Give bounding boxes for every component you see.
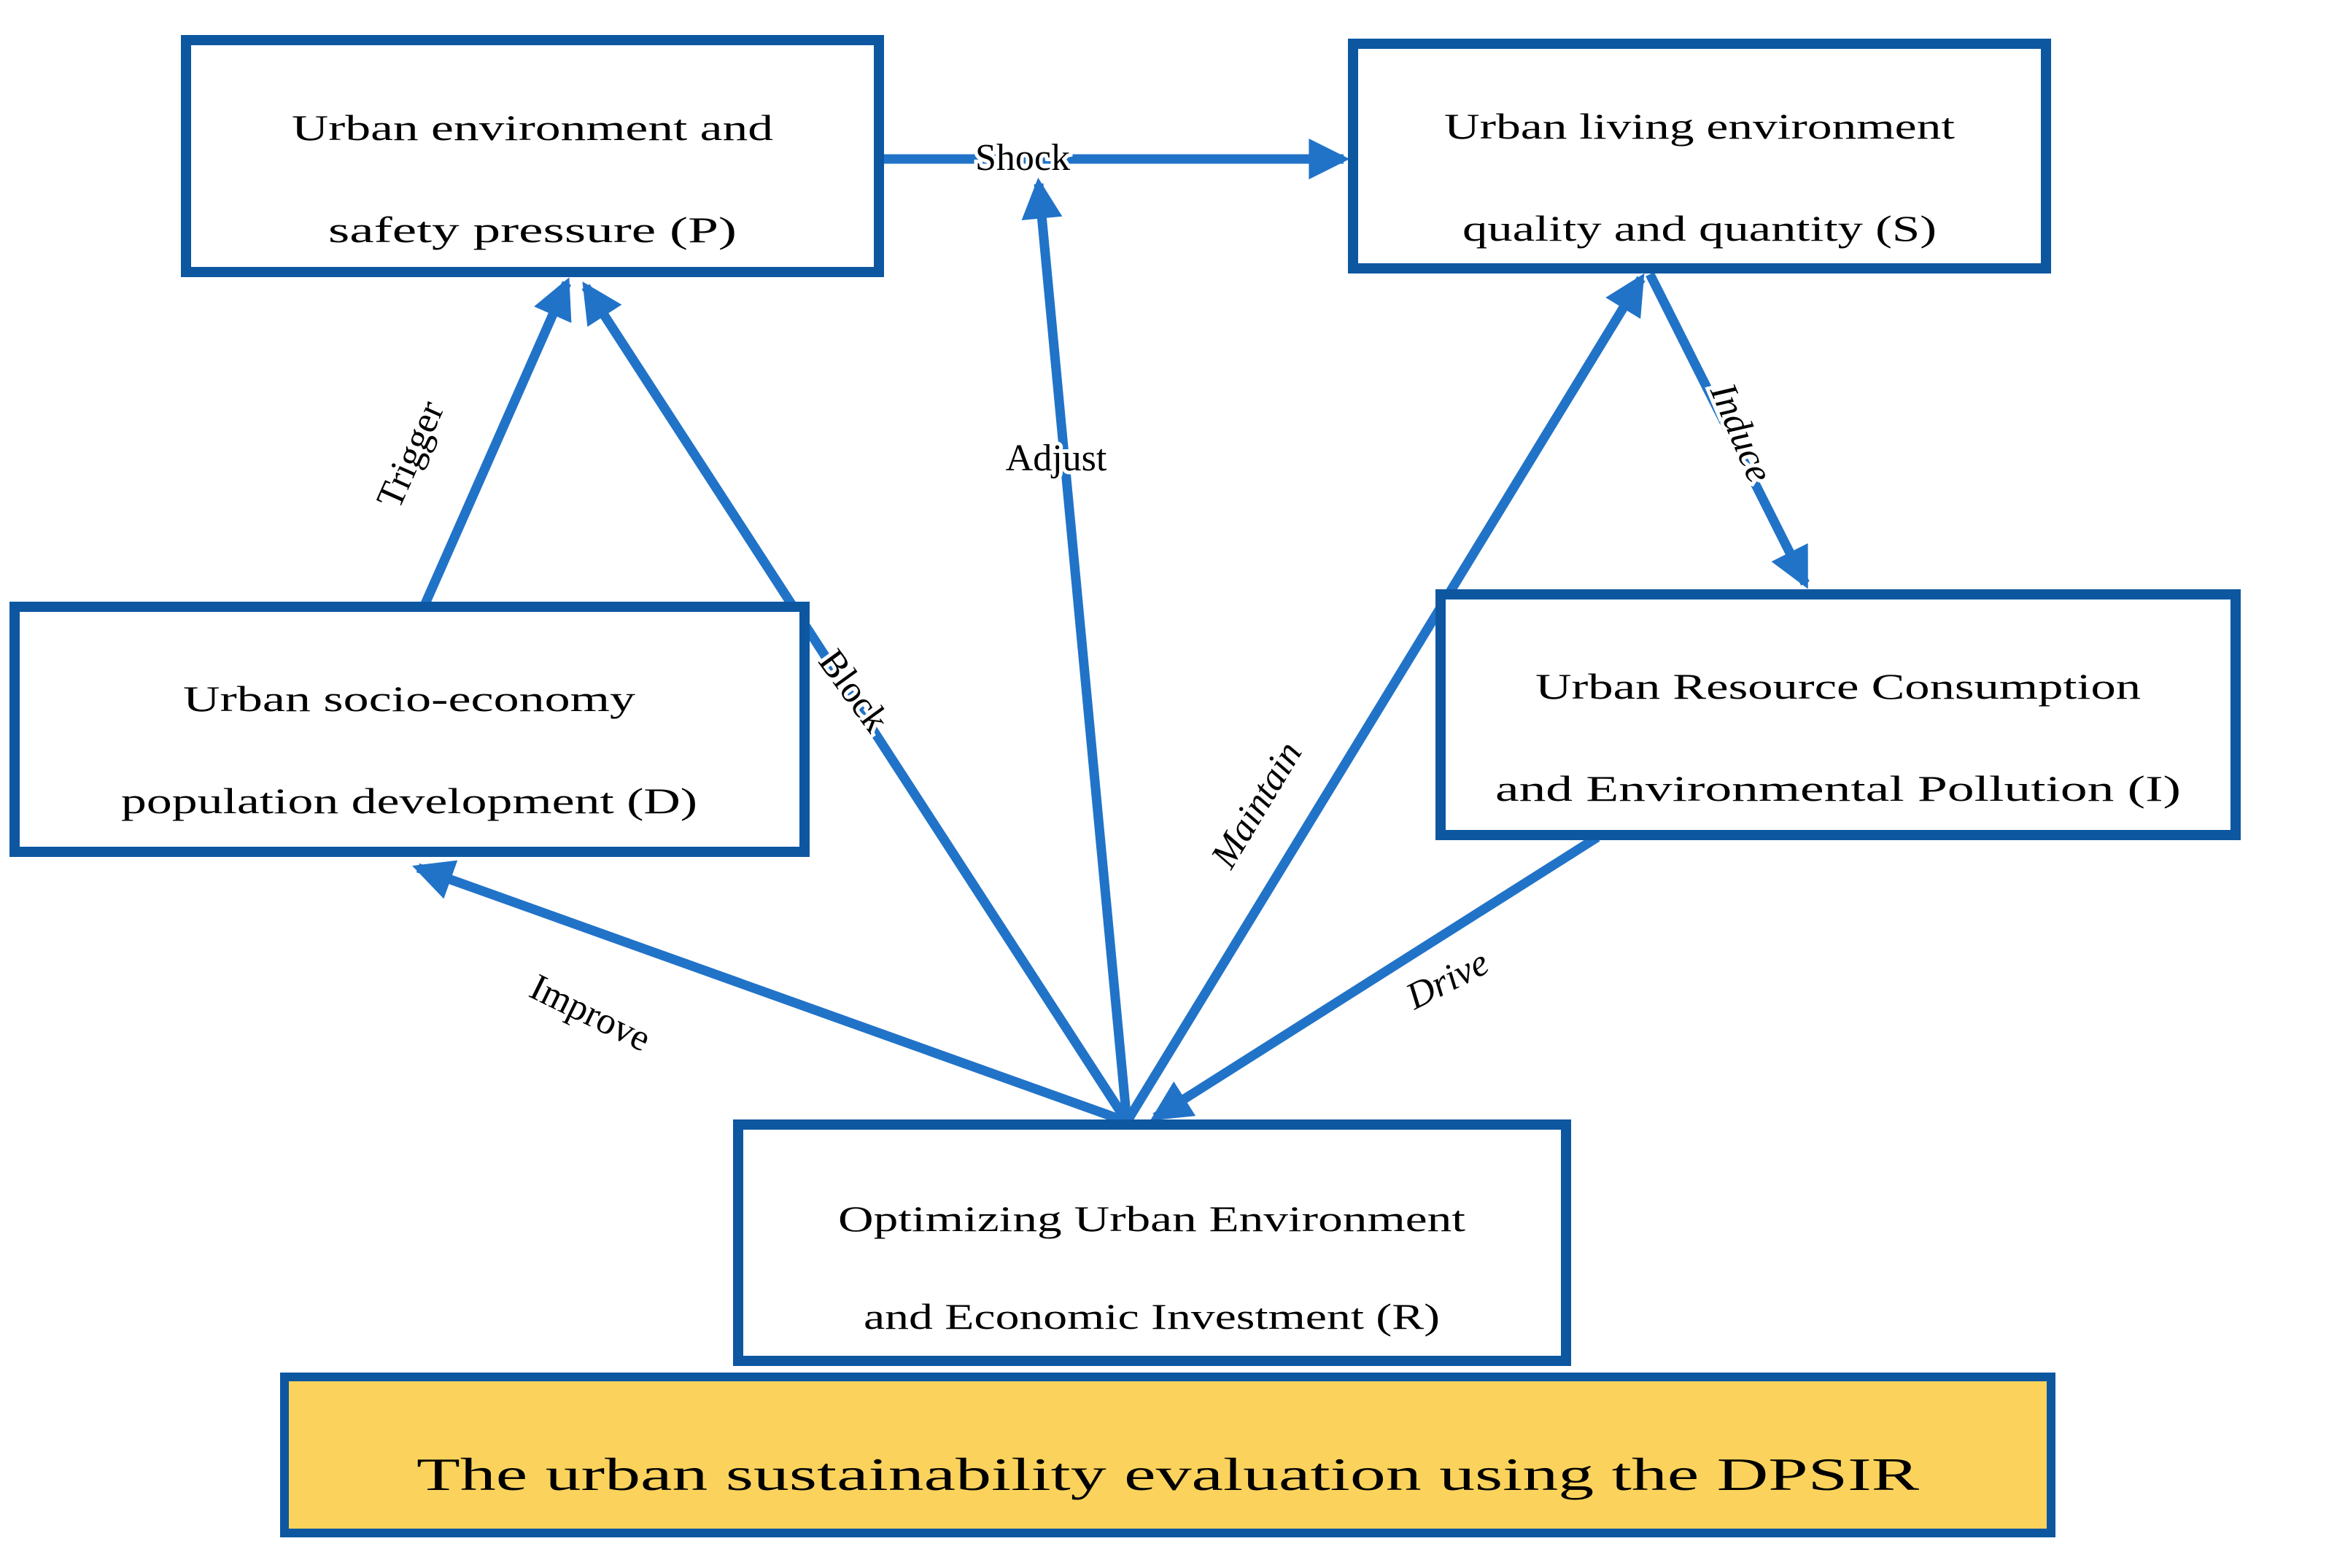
- block-label: Block: [810, 642, 897, 740]
- box-response-line1: Optimizing Urban Environment: [838, 1198, 1465, 1239]
- improve-label: Improve: [524, 966, 657, 1060]
- trigger-label: Trigger: [369, 395, 453, 514]
- adjust-arrow: [1021, 177, 1132, 1122]
- box-pressure-line1: Urban environment and: [292, 107, 773, 148]
- induce-label: Induce: [1702, 376, 1780, 488]
- title-banner: The urban sustainability evaluation usin…: [280, 1373, 2055, 1537]
- drive-arrow: [1150, 833, 1600, 1122]
- box-impact-line2: and Environmental Pollution (I): [1495, 768, 2181, 809]
- box-impact: Urban Resource Consumption and Environme…: [1435, 589, 2241, 840]
- box-state-rect: [1348, 39, 2051, 273]
- induce-arrow: [1646, 272, 1810, 589]
- improve-arrow: [412, 860, 1129, 1127]
- box-response: Optimizing Urban Environment and Economi…: [733, 1119, 1571, 1366]
- box-driver: Urban socio-economy population developme…: [9, 602, 810, 857]
- trigger-arrow: [420, 277, 572, 608]
- box-state: Urban living environment quality and qua…: [1348, 39, 2051, 273]
- title-banner-rect: [280, 1373, 2055, 1537]
- box-pressure-line2: safety pressure (P): [328, 209, 737, 250]
- box-state-line1: Urban living environment: [1444, 106, 1955, 147]
- box-impact-line1: Urban Resource Consumption: [1535, 666, 2141, 707]
- box-pressure: Urban environment and safety pressure (P…: [181, 35, 884, 277]
- box-driver-line2: population development (D): [121, 780, 697, 821]
- box-state-line2: quality and quantity (S): [1462, 208, 1937, 249]
- adjust-label: Adjust: [1006, 438, 1107, 479]
- box-response-rect: [733, 1119, 1571, 1366]
- title-banner-text: The urban sustainability evaluation usin…: [416, 1448, 1919, 1500]
- connectors: [412, 139, 1810, 1127]
- box-driver-line1: Urban socio-economy: [183, 678, 635, 719]
- shock-label: Shock: [975, 137, 1070, 179]
- block-arrow: [581, 281, 1131, 1125]
- box-response-line2: and Economic Investment (R): [864, 1296, 1440, 1337]
- box-impact-rect: [1435, 589, 2241, 840]
- box-pressure-rect: [181, 35, 884, 277]
- box-driver-rect: [9, 602, 810, 857]
- maintain-arrow: [1123, 273, 1646, 1125]
